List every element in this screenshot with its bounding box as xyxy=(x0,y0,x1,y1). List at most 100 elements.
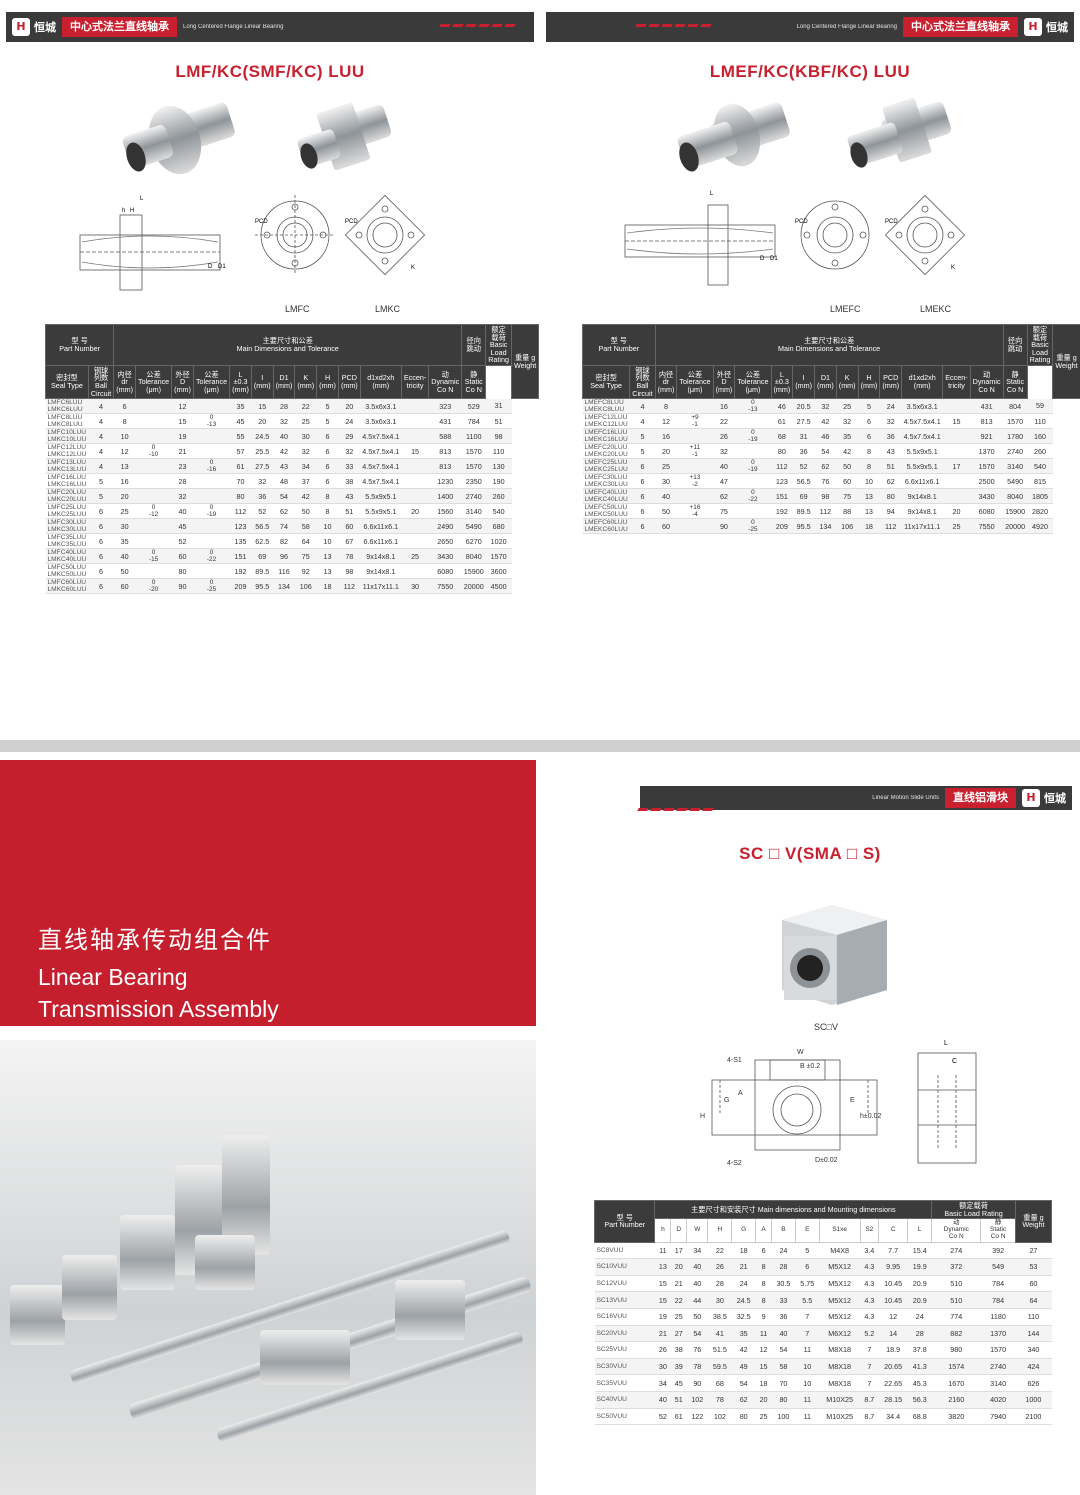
table-cell: 41.3 xyxy=(907,1358,932,1376)
table-cell: 9 xyxy=(755,1308,772,1326)
header-label: 动 xyxy=(953,1219,960,1227)
table-cell xyxy=(193,473,230,490)
table-cell: 54 xyxy=(273,488,295,505)
table-cell: M8X18 xyxy=(819,1358,861,1376)
table-cell: 34 xyxy=(294,458,317,475)
table-cell: 6 xyxy=(316,428,339,445)
table-cell: 1570 xyxy=(980,1341,1016,1359)
table-cell: 12 xyxy=(113,443,136,460)
table-cell: 1560 xyxy=(428,503,462,520)
header-label: C xyxy=(890,1225,896,1233)
table-cell: 1370 xyxy=(970,443,1004,460)
table-cell: 34.4 xyxy=(878,1408,908,1426)
table-cell: 4.5x7.5x4.1 xyxy=(360,443,402,460)
table-cell xyxy=(193,563,230,580)
header-label: Tolerance xyxy=(195,377,228,387)
table-cell: 54 xyxy=(686,1325,708,1343)
table-cell: 15900 xyxy=(1003,503,1028,520)
table-cell: 46 xyxy=(814,428,837,445)
table-cell: 67 xyxy=(338,533,361,550)
table-cell: 116 xyxy=(273,563,295,580)
header-label: 动 xyxy=(983,369,991,379)
table-cell: 160 xyxy=(1027,428,1053,445)
table-cell: 7 xyxy=(795,1308,820,1326)
table-cell: 51 xyxy=(670,1391,687,1409)
table-cell: 8040 xyxy=(1003,488,1028,505)
part-number-f: LMFC8LUU xyxy=(47,414,83,422)
table-cell: 33 xyxy=(338,458,361,475)
caption-lmfc: LMFC xyxy=(285,304,310,314)
table-cell: 29 xyxy=(338,428,361,445)
part-number: SC40VUU xyxy=(594,1391,655,1409)
header-label: D1 xyxy=(820,373,831,383)
part-number-f: LMEFC60LUU xyxy=(584,519,628,527)
part-number-k: LMKC16LUU xyxy=(47,481,87,489)
table-cell: M5X12 xyxy=(819,1308,861,1326)
part-number-k: LMEKC30LUU xyxy=(584,481,628,489)
header-label: 钢球列数 xyxy=(635,365,650,383)
table-cell: 112 xyxy=(814,503,837,520)
table-cell: 47 xyxy=(713,473,735,490)
table-cell: 5490 xyxy=(461,518,486,535)
table-cell: 60 xyxy=(655,518,677,535)
header-label: 重量 g xyxy=(1056,352,1077,362)
table-cell: 80 xyxy=(731,1408,756,1426)
table-cell: 0 -19 xyxy=(193,503,230,520)
svg-text:H: H xyxy=(130,208,134,214)
header-label: 型 号 xyxy=(71,336,88,346)
table-cell: 6080 xyxy=(428,563,462,580)
header-label: Part Number xyxy=(59,343,100,353)
table-cell: 5 xyxy=(629,428,656,445)
table-cell: 50 xyxy=(294,503,317,520)
table-cell: 28 xyxy=(171,473,194,490)
table-cell: 62 xyxy=(731,1391,756,1409)
table-cell: 112 xyxy=(771,458,793,475)
header-label: (μm) xyxy=(745,384,761,394)
table-cell: 24 xyxy=(771,1242,796,1260)
svg-text:K: K xyxy=(411,265,415,271)
table-cell: 18 xyxy=(755,1374,772,1392)
table-cell: 3140 xyxy=(461,503,486,520)
table-cell: 9x14x8.1 xyxy=(360,563,402,580)
header-label: (mm) xyxy=(275,380,293,390)
header-cell: K(mm) xyxy=(294,364,318,400)
header-label: (mm) xyxy=(882,380,900,390)
table-cell: 15 xyxy=(942,413,971,430)
svg-text:L: L xyxy=(710,191,714,197)
part-number-k: LMKC8LUU xyxy=(47,421,83,429)
table-cell: 4 xyxy=(88,458,114,475)
table-cell: 8 xyxy=(755,1291,772,1309)
accent-dots xyxy=(439,24,516,27)
header-label: (mm) xyxy=(297,380,315,390)
table-cell: 98 xyxy=(814,488,837,505)
table-cell: 8 xyxy=(316,488,339,505)
table-cell: 0 -25 xyxy=(193,578,230,595)
dim-4s2: 4-S2 xyxy=(727,1160,742,1167)
table-cell: 10.45 xyxy=(878,1275,908,1293)
table-cell: 7940 xyxy=(980,1408,1016,1426)
table-cell: 4920 xyxy=(1027,518,1053,535)
table-cell: 27.5 xyxy=(792,413,815,430)
header-label: 内径 xyxy=(658,369,674,379)
table-cell: 0 -10 xyxy=(135,443,172,460)
table-cell: 18 xyxy=(731,1242,756,1260)
table-cell: 40 xyxy=(686,1258,708,1276)
table-cell: 4.3 xyxy=(860,1275,879,1293)
part-number-f: LMFC60LUU xyxy=(47,579,86,587)
part-number-f: LMEFC20LUU xyxy=(584,444,628,452)
table-cell: 62.5 xyxy=(251,533,274,550)
table-cell: 21 xyxy=(670,1275,687,1293)
table-cell: 6 xyxy=(88,533,114,550)
